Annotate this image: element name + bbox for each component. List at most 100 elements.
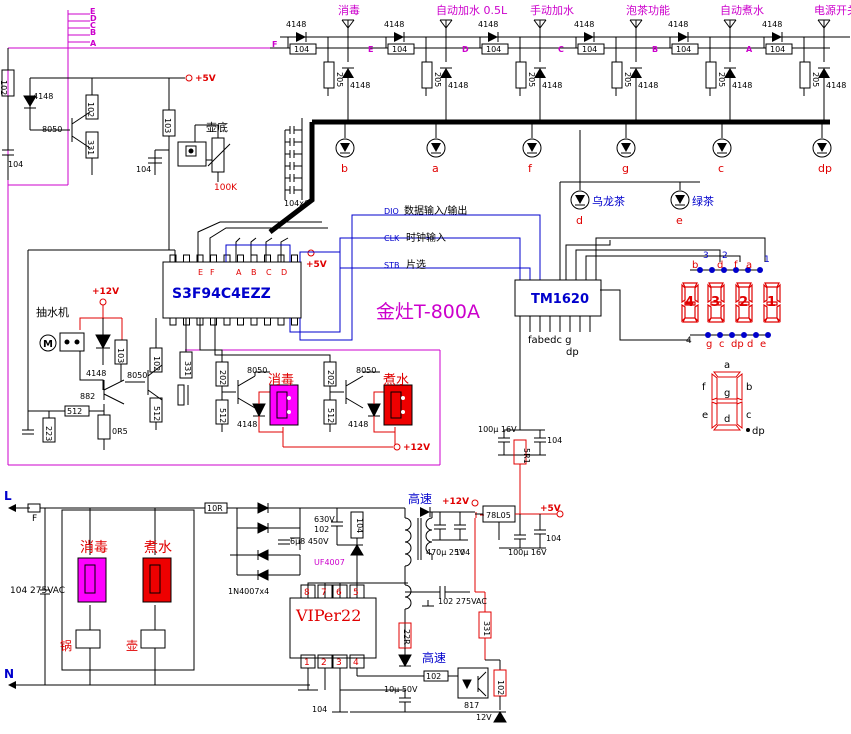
seg-label: b (746, 382, 752, 393)
mains-labels: L N F 104 275VAC 消毒 煮水 锅 壶 (4, 489, 172, 681)
mains (10, 503, 310, 686)
feedback (398, 622, 507, 723)
tm1620: TM1620 fabedc g dp (514, 279, 602, 358)
res-label: 0R5 (112, 427, 128, 436)
relay-label: 消毒 (80, 540, 108, 556)
res-label: 205 (623, 72, 632, 87)
res-label: 205 (811, 72, 820, 87)
led-name: 乌龙茶 (592, 194, 625, 208)
led-label: f (528, 162, 533, 175)
diode-label: 4148 (384, 20, 404, 29)
res-label: 202 (326, 370, 335, 385)
diode-label: 4148 (574, 20, 594, 29)
res-label: 102 (152, 356, 161, 371)
supply-label: +5V (195, 74, 216, 84)
digit-bottom-letter: g (706, 339, 712, 350)
mcu: S3F94C4EZZ (162, 261, 302, 319)
supply-label: +12V (92, 287, 119, 297)
bus-letter: A (90, 39, 97, 48)
transistor-label: 8050 (247, 366, 267, 375)
mcu-top-wires (197, 221, 328, 262)
res-label: 22R (402, 629, 411, 645)
bus-letter: D (90, 14, 97, 23)
res-label: 102 (496, 680, 505, 695)
bridge-label: 1N4007x4 (228, 587, 269, 596)
cap-label: 470μ 25V (426, 548, 465, 557)
button-cell: 电源开关A41481042054148 (746, 3, 851, 122)
res-label: 104 (355, 518, 364, 533)
diode-label: 4148 (542, 81, 562, 90)
transistor-label: 8050 (42, 125, 62, 134)
cap-label: 104 (312, 705, 327, 714)
transistor-label: 8050 (127, 371, 147, 380)
res-label: 512 (326, 408, 335, 423)
seg-label: e (702, 410, 708, 421)
res-label: 104 (582, 45, 597, 54)
res-label: 104 (294, 45, 309, 54)
digit-glyph: 4 (685, 295, 694, 310)
seg-label: c (746, 410, 752, 421)
mcu-name: S3F94C4EZZ (172, 286, 271, 302)
viper-pin: 3 (336, 658, 342, 668)
relay-label: 煮水 (383, 373, 409, 388)
cap-label: 104 (547, 436, 562, 445)
button-label: 手动加水 (530, 3, 574, 17)
signal-desc: 数据输入/输出 (404, 204, 467, 217)
cap-label: 6μ8 450V (290, 537, 329, 546)
res-label: 205 (433, 72, 442, 87)
left-top-circuit (1, 48, 185, 250)
thermistor-value: 100K (214, 183, 238, 193)
supply-label: +12V (403, 443, 430, 453)
cap-label: 102 (314, 525, 329, 534)
res-label: 331 (482, 621, 491, 636)
seg-label: f (702, 382, 706, 393)
viper-pin: 4 (353, 658, 359, 668)
led-label: a (432, 162, 439, 175)
mcu-plus5: +5V (306, 249, 327, 270)
pin-label: D (281, 268, 287, 277)
res-label: 104 (392, 45, 407, 54)
mcu-blue-wires (225, 214, 541, 341)
led-label: e (676, 214, 683, 227)
cap-bank-plates (285, 126, 302, 194)
rectifier-labels: 10R 1N4007x4 6μ8 450V (207, 504, 329, 596)
relay-label: 煮水 (144, 540, 172, 556)
viper-labels: 630V 102 104 UF4007 104 102 10μ 50V (312, 515, 441, 714)
res-label: 5R1 (522, 448, 531, 464)
res-label: 205 (717, 72, 726, 87)
bus-letters: E D C B A F (90, 7, 277, 49)
res-label: 512 (218, 408, 227, 423)
led-label: g (622, 162, 629, 175)
seg-label: dp (752, 426, 765, 437)
tm1620-dp: dp (566, 347, 579, 358)
seg-label: d (724, 414, 730, 425)
signal-desc: 时钟输入 (406, 231, 446, 244)
diode-label: 4148 (732, 81, 752, 90)
relay-boil: 煮水 (383, 373, 413, 426)
res-label: 205 (335, 72, 344, 87)
signal-labels: DIO 数据输入/输出 CLK 时钟输入 STB 片选 (384, 204, 467, 271)
cap-label: 100μ 16V (478, 425, 517, 434)
viper-pin: 2 (321, 658, 327, 668)
res-label: 223 (44, 426, 53, 441)
digit-bottom-letter: e (760, 339, 766, 350)
res-label: 102 (0, 80, 8, 95)
button-letter: A (746, 45, 753, 54)
digit-bottom-letter: d (747, 339, 753, 350)
viper-pins: 8 7 6 5 1 2 3 4 (304, 588, 359, 668)
digit-corner: 4 (686, 336, 692, 346)
digit-top-letter: a (746, 260, 752, 271)
plus12v-relay: +12V (393, 443, 430, 453)
diode-label: 4148 (638, 81, 658, 90)
uf-label: UF4007 (314, 558, 345, 567)
cap-label: 104 (8, 160, 23, 169)
relay-driver-labels: 202 512 8050 4148 202 512 8050 4148 (218, 366, 376, 429)
res-label: 102 (86, 102, 95, 117)
cap-label: 104 (546, 534, 561, 543)
arrow-L (8, 504, 16, 512)
